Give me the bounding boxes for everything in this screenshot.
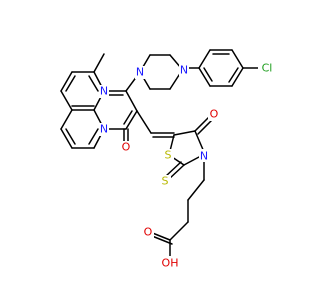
bond (93, 53, 105, 73)
thiazolidinone-oxygen-label: O (210, 108, 219, 121)
bond (165, 161, 182, 177)
bond (151, 235, 173, 245)
bond (173, 130, 196, 136)
bond-double-inner (228, 67, 239, 83)
bond (60, 128, 73, 149)
acid-carbonyl-oxygen-label: O (144, 226, 153, 239)
piperazine-nitrogen-label: N (136, 66, 144, 79)
bond (125, 90, 138, 112)
bond (198, 67, 211, 87)
structure-canvas: Cl N N N N O O S N S O OH (60, 49, 276, 270)
bond-double-inner (65, 75, 76, 92)
bond-double-inner (65, 128, 76, 145)
bond-double-inner (123, 110, 133, 125)
atom-labels: Cl N N N N O O S N S O OH (99, 61, 276, 270)
chlorine-label: Cl (262, 62, 273, 75)
pyrimidine-nitrogen-label: N (100, 85, 108, 98)
bond (183, 156, 200, 166)
bond (187, 179, 205, 201)
bond (198, 49, 211, 69)
pyrimidinone-oxygen-label: O (122, 141, 131, 154)
bond (231, 67, 244, 87)
bond (60, 90, 73, 111)
bond-double-inner (88, 128, 99, 145)
bond (194, 130, 205, 153)
thione-sulfur-label: S (162, 175, 169, 188)
bond-double-inner (203, 67, 213, 82)
bond (231, 49, 244, 69)
rhodanine-nitrogen-label: N (200, 150, 208, 163)
bond (194, 115, 211, 132)
bond-lines (60, 49, 263, 259)
bond (60, 109, 73, 130)
bond (125, 110, 138, 130)
ring-sulfur-label: S (165, 149, 172, 162)
bond (197, 118, 214, 135)
bond (136, 110, 152, 134)
molecule-drawing: Cl N N N N O O S N S O OH (60, 49, 276, 270)
piperazine-nitrogen-label: N (180, 64, 188, 77)
bond (60, 71, 73, 92)
hydroxyl-label: OH (162, 257, 179, 270)
bond (168, 164, 185, 180)
bridgehead-nitrogen-label: N (100, 123, 108, 136)
bond (169, 221, 189, 241)
bond-double-inner (88, 75, 99, 92)
